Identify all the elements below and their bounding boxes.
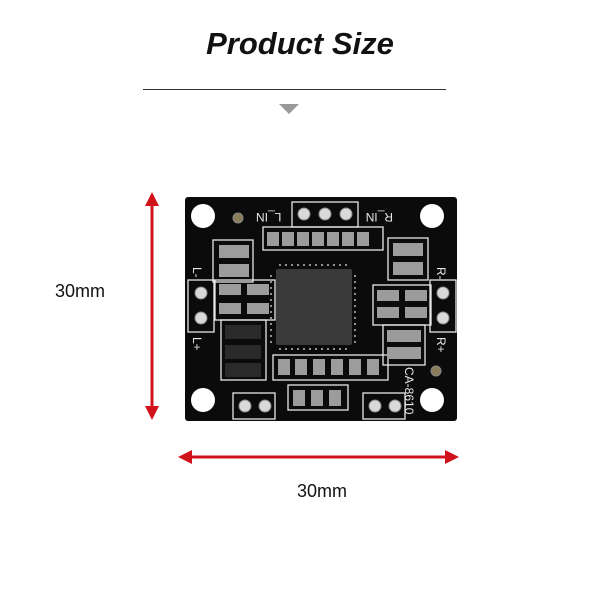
label-l-plus: L+ <box>190 337 204 351</box>
label-r-in: R_IN <box>366 210 393 224</box>
vertical-dimension-arrow <box>145 192 159 420</box>
label-model: CA-8610 <box>402 367 416 415</box>
label-r-plus: R+ <box>434 337 448 353</box>
label-r-minus: R- <box>434 267 448 280</box>
label-l-minus: L- <box>190 267 204 278</box>
height-label: 30mm <box>55 281 106 301</box>
amplifier-board: L_IN R_IN L- L+ R- R+ CA-8610 <box>185 197 457 421</box>
page-title: Product Size <box>206 26 394 61</box>
horizontal-dimension-arrow <box>178 450 459 464</box>
down-triangle-icon <box>279 104 299 114</box>
ic-chip <box>270 264 356 350</box>
label-l-in: L_IN <box>256 210 281 224</box>
width-label: 30mm <box>297 481 348 501</box>
mounting-holes <box>191 204 444 412</box>
title-divider <box>143 89 446 90</box>
